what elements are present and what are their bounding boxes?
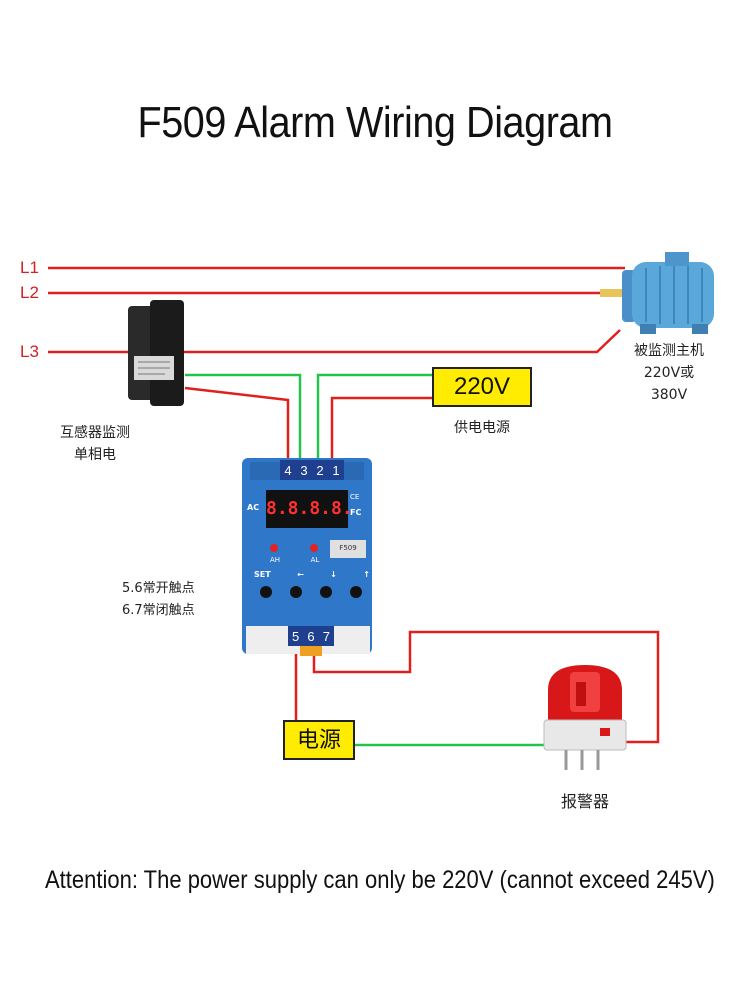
motor-label-line-1: 被监测主机 [634,343,704,359]
terminal-3: 3 [300,462,308,478]
btn-down-label: ↓ [330,570,337,579]
display-digits: 8.8.8.8. [266,498,353,519]
top-terminal-strip: 4 3 2 1 [280,460,344,480]
bottom-terminal-strip: 5 6 7 [288,626,334,646]
btn-set-label: SET [254,570,271,579]
wire-supply-green [316,373,432,463]
supply-box: 电源 [283,720,355,760]
led-ah-label: AH [269,556,281,564]
wire-ct-red [184,386,290,463]
current-transformer-icon [128,300,184,406]
terminal-7: 7 [322,628,330,644]
module-brand: F509 [339,544,357,552]
btn-left-label: ← [297,570,304,579]
ct-label: 互感器监测 单相电 [40,422,150,466]
btn-up-label: ↑ [363,570,370,579]
power-caption: 供电电源 [454,420,510,436]
led-al-label: AL [310,556,320,564]
contacts-label-nc: 6.7常闭触点 [122,603,195,618]
ct-label-line-1: 互感器监测 [60,425,130,441]
wire-l3 [48,329,621,354]
wire-ct-green-1 [185,373,302,463]
terminal-4: 4 [284,462,292,478]
ct-label-line-2: 单相电 [74,447,116,463]
alarm-label: 报警器 [560,792,609,811]
power-220v-box: 220V [432,367,532,407]
terminal-2: 2 [316,462,324,478]
page-title: F509 Alarm Wiring Diagram [137,98,613,147]
alarm-light-icon [543,665,627,770]
terminal-6: 6 [307,628,315,644]
module-ac: AC [247,503,260,512]
wire-supply-red [330,396,432,463]
motor-label-line-2: 220V或 [643,365,695,381]
motor-icon [600,252,714,334]
line-l3-label: L3 [20,342,39,361]
module-fc: FC [350,508,362,517]
contacts-label: 5.6常开触点 6.7常闭触点 [122,578,232,622]
module-ce: CE [350,493,360,501]
terminal-5: 5 [292,628,300,644]
attention-note: Attention: The power supply can only be … [45,866,715,894]
module-button-labels: SET ← ↓ ↑ [254,570,370,579]
contacts-label-no: 5.6常开触点 [122,581,195,596]
f509-module [242,458,372,656]
line-l2-label: L2 [20,283,39,302]
wire-out-7 [312,630,660,744]
terminal-1: 1 [332,462,340,478]
motor-label: 被监测主机 220V或 380V [614,340,724,406]
motor-label-line-3: 380V [650,387,688,403]
line-l1-label: L1 [20,258,39,277]
